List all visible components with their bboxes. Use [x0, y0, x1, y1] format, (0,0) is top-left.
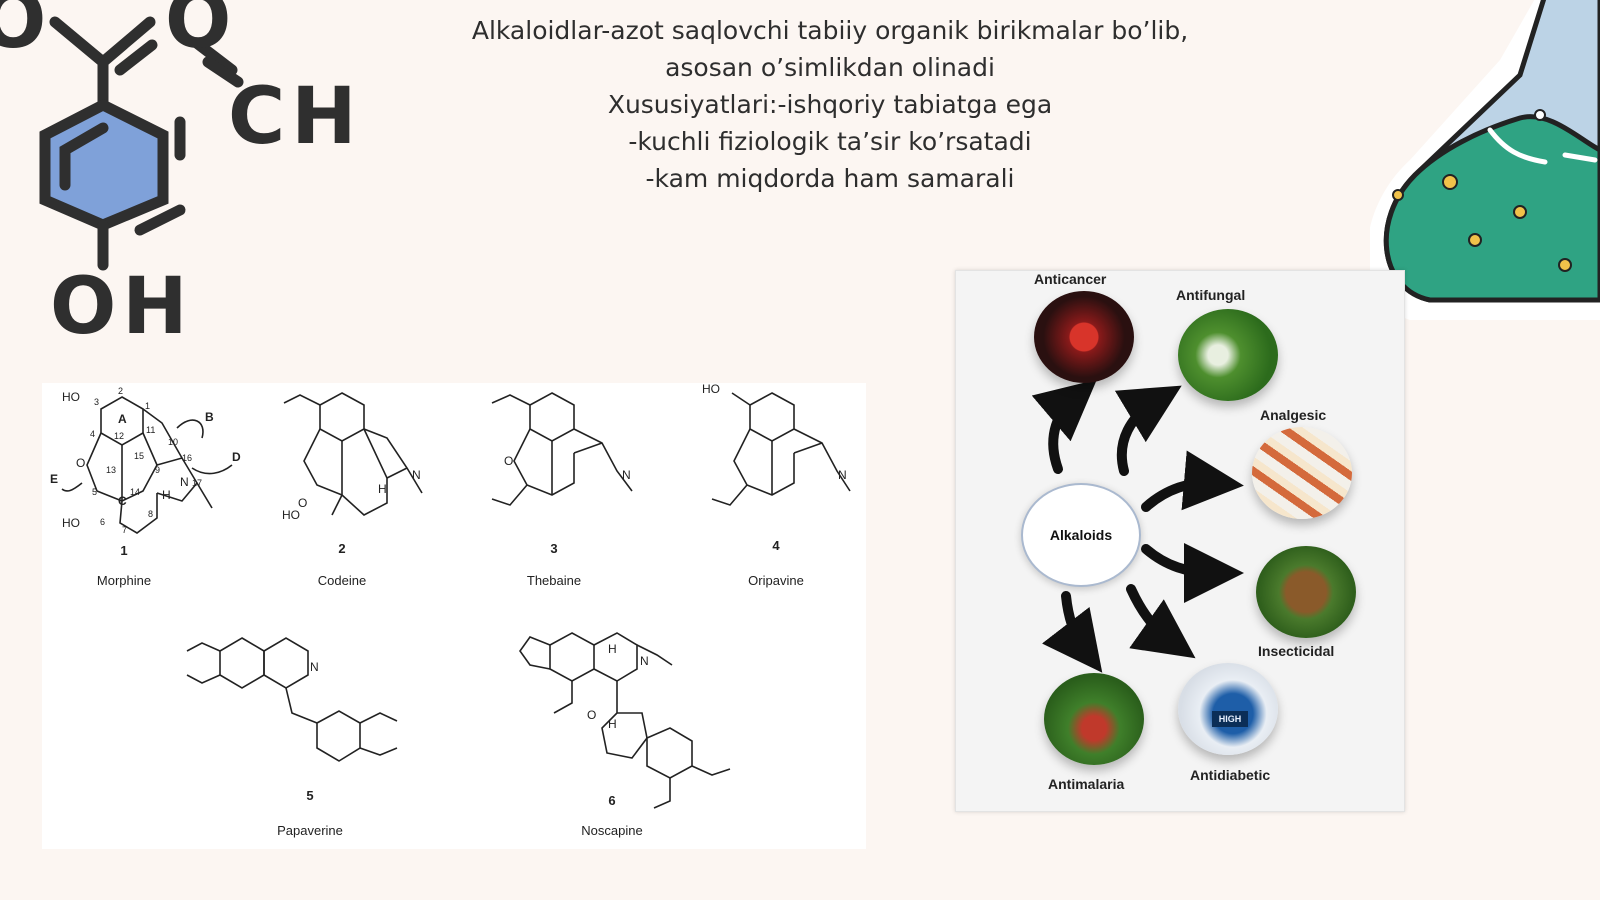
insecticidal-caterpillar-image	[1256, 546, 1356, 638]
compound-number-6: 6	[608, 793, 616, 808]
codeine-o: O	[298, 496, 307, 510]
morphine-label-e: E	[50, 472, 58, 486]
papaverine-n: N	[310, 660, 319, 674]
morphine-num-4: 4	[90, 429, 95, 439]
molecule-group-ch: CH	[228, 72, 363, 162]
noscapine-n: N	[640, 654, 649, 668]
effect-label-antimalaria: Antimalaria	[1048, 776, 1125, 792]
morphine-ring-a: A	[118, 412, 127, 426]
morphine-h: H	[162, 488, 171, 502]
oripavine-ho: HO	[702, 383, 720, 396]
arrow-antidiabetic	[1126, 584, 1196, 659]
compound-name-papaverine: Papaverine	[277, 823, 343, 838]
effects-arrows	[1031, 379, 1244, 673]
morphine-num-5: 5	[92, 487, 97, 497]
arrow-analgesic	[1141, 450, 1244, 512]
compound-number-3: 3	[550, 541, 558, 556]
arrow-insecticidal	[1141, 542, 1244, 603]
structures-drawing: HO A C B D E N 17 H HO O 1 2 3 4 5 6 7 8…	[50, 382, 851, 809]
antifungal-leaf-image	[1178, 309, 1278, 401]
morphine-num-6: 6	[100, 517, 105, 527]
analgesic-pills-image	[1252, 427, 1352, 519]
flask-decoration	[1366, 0, 1600, 320]
noscapine-o: O	[587, 708, 596, 722]
intro-line-1: Alkaloidlar-azot saqlovchi tabiiy organi…	[471, 16, 1189, 45]
morphine-num-15: 15	[134, 451, 144, 461]
flask-icon	[1366, 0, 1600, 320]
intro-line-3: Xususiyatlari:-ishqoriy tabiatga ega	[607, 90, 1053, 119]
morphine-num-13: 13	[106, 465, 116, 475]
noscapine-h-top: H	[608, 642, 617, 656]
intro-line-2: asosan o’simlikdan olinadi	[665, 53, 995, 82]
morphine-label-b: B	[205, 410, 214, 424]
compound-number-1: 1	[120, 543, 128, 558]
morphine-o: O	[76, 456, 85, 470]
codeine-h: H	[378, 482, 387, 496]
morphine-ring-c: C	[118, 494, 127, 508]
arrow-antimalaria	[1041, 591, 1103, 673]
compound-name-oripavine: Oripavine	[748, 573, 804, 588]
oripavine-n: N	[838, 468, 847, 482]
intro-text: Alkaloidlar-azot saqlovchi tabiiy organi…	[420, 12, 1240, 197]
compound-name-morphine: Morphine	[96, 573, 152, 588]
morphine-num-1: 1	[145, 401, 150, 411]
morphine-num-9: 9	[155, 465, 160, 475]
alkaloid-structures-panel: HO A C B D E N 17 H HO O 1 2 3 4 5 6 7 8…	[42, 382, 866, 849]
morphine-n17-num: 17	[192, 478, 202, 488]
thebaine-n: N	[622, 468, 631, 482]
morphine-num-3: 3	[94, 397, 99, 407]
effect-label-analgesic: Analgesic	[1260, 407, 1327, 423]
morphine-ho-top: HO	[62, 390, 80, 404]
effect-label-insecticidal: Insecticidal	[1258, 643, 1335, 659]
codeine-n: N	[412, 468, 421, 482]
glucometer-screen: HIGH	[1212, 711, 1248, 727]
compound-number-2: 2	[338, 541, 346, 556]
thebaine-o: O	[504, 454, 513, 468]
arrow-antifungal	[1114, 385, 1182, 476]
effect-label-antifungal: Antifungal	[1176, 287, 1246, 303]
antidiabetic-glucometer-image: HIGH	[1178, 663, 1278, 755]
alkaloid-effects-panel: Alkaloids Anticancer Antifungal Analgesi…	[955, 270, 1405, 812]
compound-name-codeine: Codeine	[317, 573, 367, 588]
intro-line-4: -kuchli fiziologik ta’sir ko’rsatadi	[628, 127, 1032, 156]
molecule-group-oh: OH	[50, 262, 194, 352]
compound-number-5: 5	[306, 788, 314, 803]
morphine-num-2: 2	[118, 386, 123, 396]
molecule-atom-o-right: O	[165, 0, 232, 66]
molecule-drawing	[39, 16, 244, 271]
effect-label-antidiabetic: Antidiabetic	[1190, 767, 1271, 783]
antimalaria-mosquito-image	[1044, 673, 1144, 765]
morphine-num-11: 11	[146, 425, 155, 435]
intro-line-5: -kam miqdorda ham samarali	[645, 164, 1015, 193]
molecule-decoration: O O CH OH	[0, 0, 357, 352]
molecule-atom-o-left: O	[0, 0, 47, 66]
morphine-label-d: D	[232, 450, 241, 464]
morphine-num-8: 8	[148, 509, 153, 519]
morphine-num-10: 10	[168, 437, 178, 447]
morphine-num-7: 7	[122, 525, 127, 535]
morphine-num-16: 16	[182, 453, 192, 463]
arrow-anticancer	[1031, 379, 1097, 474]
anticancer-cell-image	[1034, 291, 1134, 383]
alkaloids-center-node: Alkaloids	[1021, 483, 1141, 587]
morphine-num-14: 14	[130, 487, 140, 497]
morphine-num-12: 12	[114, 431, 124, 441]
effect-label-anticancer: Anticancer	[1034, 271, 1107, 287]
compound-number-4: 4	[772, 538, 780, 553]
morphine-ho-bottom: HO	[62, 516, 80, 530]
morphine-n17: N	[180, 475, 189, 489]
compound-name-noscapine: Noscapine	[581, 823, 643, 838]
compound-name-thebaine: Thebaine	[526, 573, 582, 588]
codeine-ho: HO	[282, 508, 300, 522]
noscapine-h-bottom: H	[608, 717, 617, 731]
